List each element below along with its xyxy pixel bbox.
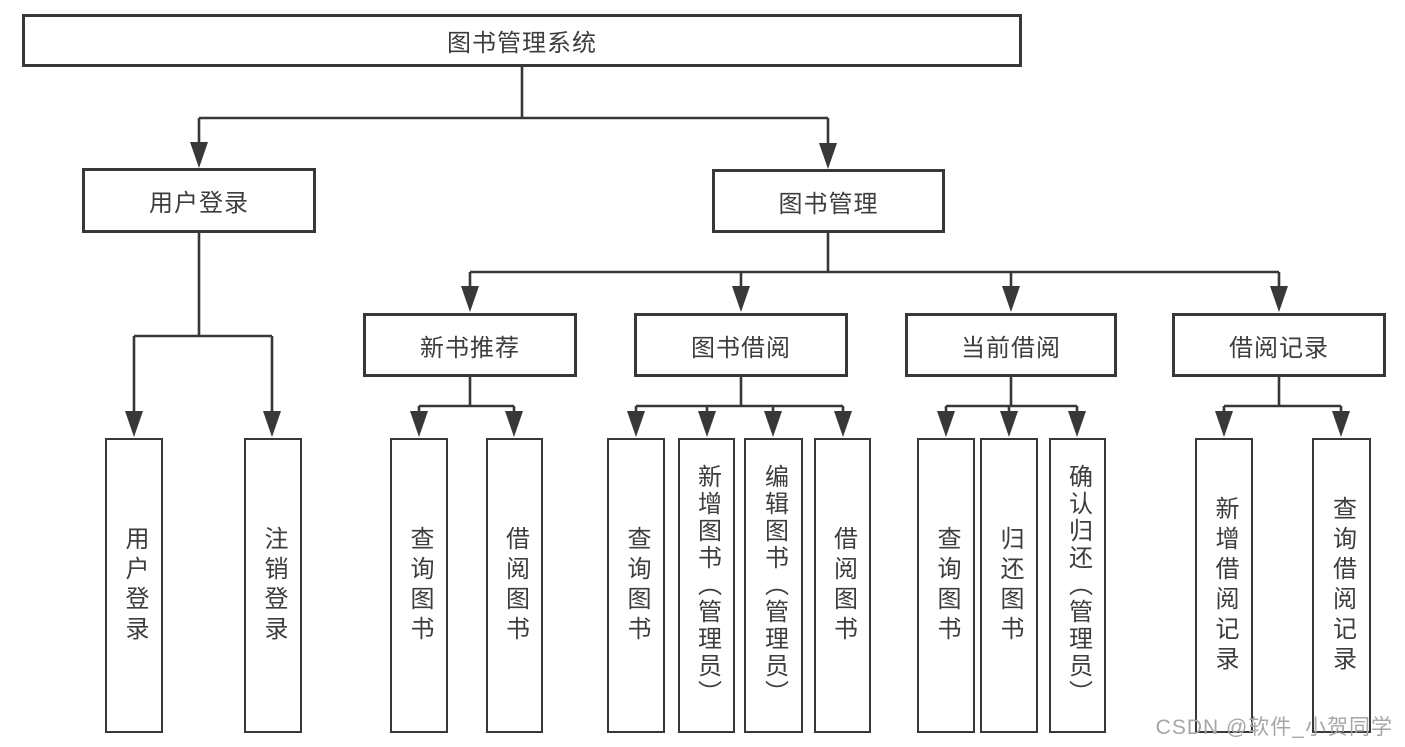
node-logout-action: 注销登录 bbox=[244, 438, 302, 733]
node-add-books-admin: 新增图书（管理员） bbox=[678, 438, 735, 733]
arrowheads-root bbox=[190, 142, 837, 169]
arrowheads-borrowing-records bbox=[1215, 411, 1350, 437]
node-label: 查询图书 bbox=[933, 525, 960, 646]
node-edit-books-admin: 编辑图书（管理员） bbox=[744, 438, 803, 733]
connector-book-borrowing bbox=[634, 377, 845, 415]
node-query-books-recommend: 查询图书 bbox=[390, 438, 448, 733]
node-label: 新增借阅记录 bbox=[1211, 495, 1238, 676]
node-library-management-system: 图书管理系统 bbox=[22, 14, 1022, 67]
node-book-management: 图书管理 bbox=[712, 169, 945, 233]
connector-root bbox=[197, 67, 830, 147]
connector-current-borrowing bbox=[944, 377, 1079, 415]
node-confirm-return-admin: 确认归还（管理员） bbox=[1049, 438, 1106, 733]
node-label: 用户登录 bbox=[121, 525, 148, 646]
node-label: 图书管理系统 bbox=[447, 30, 597, 57]
node-user-login-action: 用户登录 bbox=[105, 438, 163, 733]
node-user-login: 用户登录 bbox=[82, 168, 316, 233]
node-label: 当前借阅 bbox=[961, 334, 1061, 362]
node-label: 归还图书 bbox=[996, 525, 1023, 646]
node-label: 注销登录 bbox=[260, 525, 287, 646]
node-label: 图书借阅 bbox=[691, 334, 791, 362]
node-current-borrowing: 当前借阅 bbox=[905, 313, 1117, 377]
node-query-books-borrow: 查询图书 bbox=[607, 438, 665, 733]
node-query-borrow-record: 查询借阅记录 bbox=[1312, 438, 1371, 733]
csdn-watermark: CSDN @软件_小贺同学 bbox=[1155, 716, 1393, 739]
node-label: 新书推荐 bbox=[420, 334, 520, 362]
node-new-book-recommendation: 新书推荐 bbox=[363, 313, 577, 377]
connector-book-management bbox=[468, 233, 1281, 291]
node-borrow-books-borrow: 借阅图书 bbox=[814, 438, 871, 733]
node-label: 图书管理 bbox=[778, 190, 879, 218]
node-label: 编辑图书（管理员） bbox=[760, 464, 788, 707]
node-label: 查询图书 bbox=[623, 525, 650, 646]
node-return-books: 归还图书 bbox=[980, 438, 1038, 733]
node-query-books-current: 查询图书 bbox=[917, 438, 975, 733]
node-label: 查询图书 bbox=[406, 525, 433, 646]
node-label: 确认归还（管理员） bbox=[1064, 464, 1092, 707]
arrowheads-book-management bbox=[461, 286, 1288, 312]
connector-new-book-recommendation bbox=[417, 377, 516, 415]
node-label: 查询借阅记录 bbox=[1328, 495, 1356, 676]
arrowheads-current-borrowing bbox=[937, 411, 1086, 437]
arrowheads-book-borrowing bbox=[627, 411, 852, 437]
node-label: 借阅图书 bbox=[501, 525, 529, 646]
connector-borrowing-records bbox=[1222, 377, 1343, 415]
node-book-borrowing: 图书借阅 bbox=[634, 313, 848, 377]
node-label: 用户登录 bbox=[149, 190, 249, 217]
node-borrowing-records: 借阅记录 bbox=[1172, 313, 1386, 377]
connector-user-login bbox=[132, 233, 274, 415]
arrowheads-user-login bbox=[125, 411, 281, 437]
node-label: 借阅图书 bbox=[829, 525, 857, 646]
arrowheads-new-book-recommendation bbox=[410, 411, 523, 437]
node-borrow-books-recommend: 借阅图书 bbox=[486, 438, 543, 733]
node-label: 借阅记录 bbox=[1229, 334, 1329, 362]
node-label: 新增图书（管理员） bbox=[693, 464, 721, 707]
node-add-borrow-record: 新增借阅记录 bbox=[1195, 438, 1253, 733]
